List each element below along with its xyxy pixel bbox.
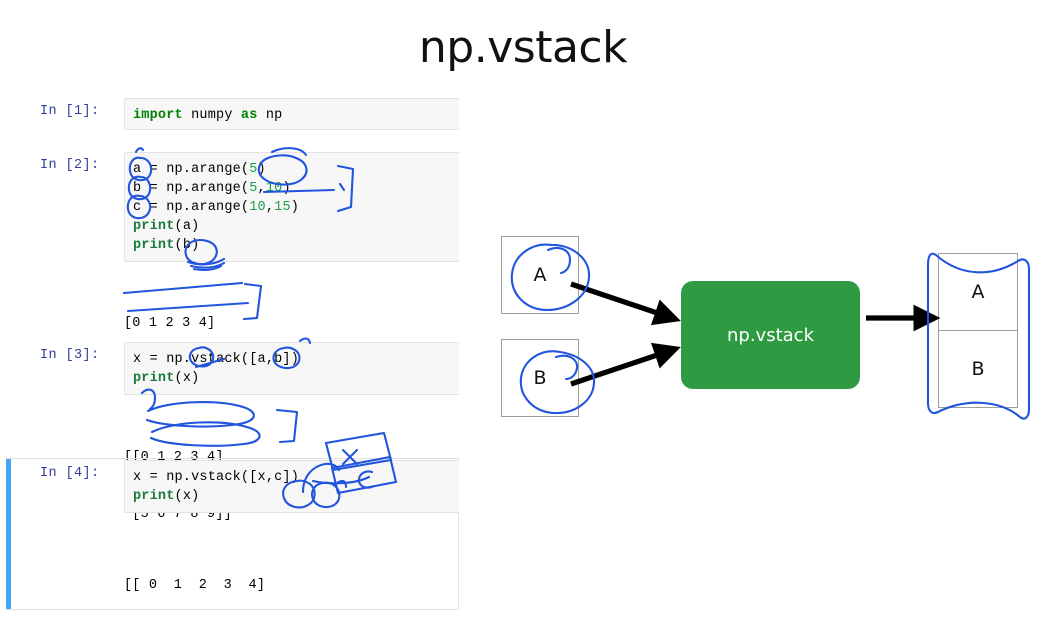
output-line: [[ 0 1 2 3 4] bbox=[124, 578, 266, 593]
selected-cell-indicator bbox=[6, 458, 11, 610]
operation-label: np.vstack bbox=[727, 324, 814, 346]
cell-output-4: [[ 0 1 2 3 4] [ 5 6 7 8 9] [10 11 12 13 … bbox=[124, 538, 273, 625]
cell-prompt-2: In [2]: bbox=[40, 158, 100, 173]
cell-prompt-4: In [4]: bbox=[40, 466, 100, 481]
result-row-b: B bbox=[939, 331, 1017, 408]
code-line: c = np.arange(10,15) bbox=[133, 200, 300, 215]
code-line: x = np.vstack([x,c]) bbox=[133, 470, 300, 485]
input-box-a: A bbox=[501, 236, 579, 314]
code-line: a = np.arange(5) bbox=[133, 162, 266, 177]
result-box: A B bbox=[938, 253, 1018, 408]
code-line: import numpy as np bbox=[133, 108, 283, 123]
cell-prompt-3: In [3]: bbox=[40, 348, 100, 363]
output-line: [0 1 2 3 4] bbox=[124, 316, 216, 331]
code-line: x = np.vstack([a,b]) bbox=[133, 352, 300, 367]
input-box-b: B bbox=[501, 339, 579, 417]
jupyter-notebook-panel: In [1]: import numpy as np In [2]: a = n… bbox=[0, 86, 459, 625]
cell-input-1[interactable]: import numpy as np bbox=[124, 98, 459, 130]
cell-prompt-1: In [1]: bbox=[40, 104, 100, 119]
code-line: print(x) bbox=[133, 371, 200, 386]
result-row-b-label: B bbox=[971, 357, 985, 380]
input-box-b-label: B bbox=[533, 367, 547, 389]
code-line: b = np.arange(5,10) bbox=[133, 181, 291, 196]
cell-input-2[interactable]: a = np.arange(5) b = np.arange(5,10) c =… bbox=[124, 152, 459, 262]
code-line: print(a) bbox=[133, 219, 200, 234]
operation-box: np.vstack bbox=[681, 281, 860, 389]
code-line: print(x) bbox=[133, 489, 200, 504]
cell-input-3[interactable]: x = np.vstack([a,b]) print(x) bbox=[124, 342, 459, 395]
selected-cell-outline bbox=[6, 458, 459, 610]
input-box-a-label: A bbox=[533, 264, 547, 286]
code-line: print(b) bbox=[133, 238, 200, 253]
page-title: np.vstack bbox=[418, 22, 628, 73]
cell-input-4[interactable]: x = np.vstack([x,c]) print(x) bbox=[124, 460, 459, 513]
result-row-a-label: A bbox=[971, 280, 985, 303]
result-row-a: A bbox=[939, 254, 1017, 331]
